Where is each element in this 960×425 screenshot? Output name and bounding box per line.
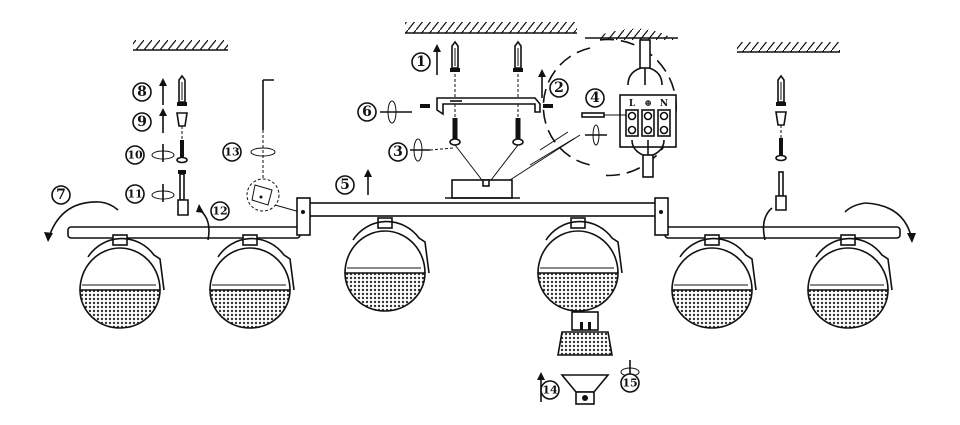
svg-text:1: 1: [416, 54, 426, 70]
svg-text:13: 13: [224, 146, 239, 159]
step-3: 3: [388, 142, 408, 162]
step-6: 6: [357, 102, 377, 122]
terminal-earth-label: ⊕: [644, 99, 652, 109]
left-fixing-parts: [176, 75, 301, 216]
step-1: 1: [411, 52, 431, 72]
step-7: 7: [51, 185, 71, 205]
lamp-head-5: [671, 234, 757, 329]
svg-text:8: 8: [137, 84, 147, 100]
step-14: 14: [540, 380, 560, 400]
svg-text:6: 6: [362, 104, 372, 120]
step-15: 15: [620, 373, 640, 393]
svg-text:4: 4: [590, 90, 600, 106]
terminal-neutral-label: N: [660, 99, 668, 109]
terminal-block-detail: L ⊕ N: [509, 28, 678, 181]
step-13: 13: [222, 142, 242, 162]
svg-text:15: 15: [622, 377, 637, 390]
mounting-bracket-assembly: [420, 41, 553, 199]
rotation-arrows: [44, 201, 916, 243]
step-labels: 1 2 3 4 5 6 7 8 9 10 11 12 13 14 15: [51, 52, 640, 400]
ceiling-center: [405, 22, 577, 34]
svg-text:9: 9: [137, 114, 147, 130]
ceiling-right: [737, 42, 840, 53]
svg-text:10: 10: [127, 149, 143, 162]
lamp-head-2: [209, 234, 295, 329]
gu10-bulb: [557, 311, 613, 405]
svg-text:11: 11: [127, 188, 142, 201]
svg-text:14: 14: [542, 384, 558, 397]
step-12: 12: [210, 201, 230, 221]
lamp-head-3: [344, 217, 430, 312]
ceiling-left: [133, 40, 228, 51]
step-9: 9: [132, 112, 152, 132]
step-4: 4: [585, 88, 605, 108]
svg-text:5: 5: [340, 177, 350, 193]
svg-text:12: 12: [212, 205, 227, 218]
step-2: 2: [549, 78, 569, 98]
lamp-head-6: [807, 234, 893, 329]
step-10: 10: [125, 145, 145, 165]
svg-text:7: 7: [56, 187, 66, 203]
right-fixing-parts: [775, 75, 787, 211]
step-5: 5: [335, 175, 355, 195]
lamp-head-1: [79, 234, 165, 329]
svg-text:2: 2: [554, 80, 564, 96]
direction-arrows: [151, 44, 640, 402]
step-11: 11: [125, 184, 145, 204]
lamp-head-4: [537, 217, 623, 312]
terminal-live-label: L: [629, 99, 636, 109]
step-8: 8: [132, 82, 152, 102]
svg-text:3: 3: [393, 144, 403, 160]
